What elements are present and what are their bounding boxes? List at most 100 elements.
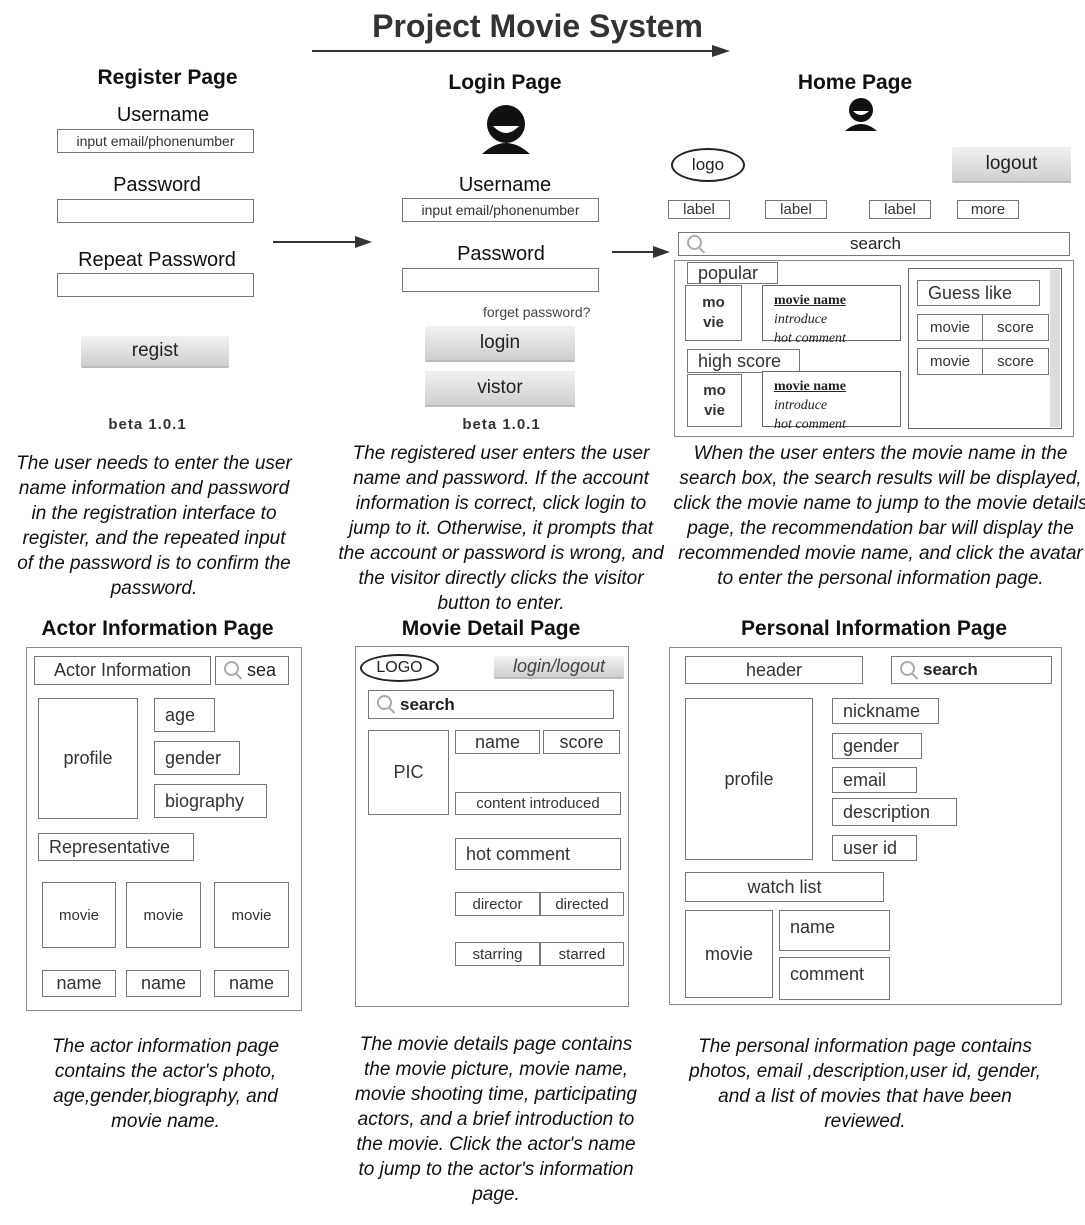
detail-search-icon [377,695,392,710]
recommend-scrollbar[interactable] [1050,270,1060,427]
high-score-movie-card [762,371,901,427]
popular-movie-thumb[interactable]: mo vie [685,285,742,341]
guess-movie-1[interactable]: movie [917,314,983,341]
high-score-label: high score [687,349,800,373]
personal-description: The personal information page contains p… [689,1036,1041,1132]
detail-hot-comment: hot comment [455,838,621,870]
actor-representative: Representative [38,833,194,861]
nav-more[interactable]: more [957,200,1019,219]
detail-score: score [543,730,620,754]
register-username-input[interactable]: input email/phonenumber [57,129,254,153]
detail-directed: directed [540,892,624,916]
guess-score-2: score [982,348,1049,375]
popular-movie-card [762,285,901,341]
actor-movie-2[interactable]: movie [126,882,201,948]
actor-search[interactable]: sea [215,656,289,685]
personal-nickname: nickname [832,698,939,724]
home-search-text: search [849,234,902,253]
detail-starred: starred [540,942,624,966]
register-repeat-input[interactable] [57,273,254,297]
popular-movie-thumb-text: mo vie [702,294,725,331]
login-username-label: Username [458,174,552,196]
personal-movie-name[interactable]: name [779,910,890,951]
detail-pic: PIC [368,730,449,815]
personal-search-icon [900,660,915,676]
actor-profile: profile [38,698,138,819]
nav-label-3[interactable]: label [869,200,931,219]
login-description: The registered user enters the user name… [338,443,664,614]
nav-label-1[interactable]: label [668,200,730,219]
actor-movie-name-1[interactable]: name [42,970,116,997]
register-title: Register Page [97,66,238,89]
personal-movie-comment: comment [779,957,890,1000]
detail-logo-text: LOGO [376,659,423,676]
actor-movie-name-3[interactable]: name [214,970,289,997]
actor-header: Actor Information [34,656,211,685]
detail-search[interactable]: search [368,690,614,719]
detail-director[interactable]: director [455,892,540,916]
actor-movie-1[interactable]: movie [42,882,116,948]
detail-name: name [455,730,540,754]
diagram-title: Project Movie System [372,8,703,44]
login-password-label: Password [457,243,545,265]
detail-description: The movie details page contains the movi… [355,1034,637,1205]
home-logo[interactable]: logo [671,148,745,182]
register-description: The user needs to enter the user name in… [16,453,292,599]
actor-biography: biography [154,784,267,818]
search-icon [687,234,702,250]
high-score-movie-thumb[interactable]: mo vie [687,374,742,427]
personal-user-id: user id [832,835,917,861]
actor-gender: gender [154,741,240,775]
detail-content: content introduced [455,792,621,815]
personal-search[interactable]: search [891,656,1052,684]
personal-gender: gender [832,733,922,759]
actor-description: The actor information page contains the … [51,1036,280,1132]
personal-description-field: description [832,798,957,826]
register-password-label: Password [113,174,201,196]
nav-label-2[interactable]: label [765,200,827,219]
login-password-input[interactable] [402,268,599,292]
actor-search-text: sea [247,660,277,680]
register-repeat-label: Repeat Password [78,249,236,271]
high-score-movie-hot-comment: hot comment [774,417,846,432]
login-version: beta 1.0.1 [462,416,541,433]
detail-title: Movie Detail Page [401,617,581,640]
login-button[interactable]: login [425,326,575,362]
detail-starring[interactable]: starring [455,942,540,966]
actor-movie-3[interactable]: movie [214,882,289,948]
home-title: Home Page [797,71,913,94]
register-version: beta 1.0.1 [108,416,187,433]
personal-movie[interactable]: movie [685,910,773,998]
high-score-movie-name[interactable]: movie name [774,379,846,394]
regist-button[interactable]: regist [81,336,229,368]
personal-title: Personal Information Page [740,617,1008,640]
register-username-label: Username [116,104,210,126]
popular-label: popular [687,262,778,284]
detail-login-logout-button[interactable]: login/logout [494,656,624,679]
register-password-input[interactable] [57,199,254,223]
personal-watch-list: watch list [685,872,884,902]
personal-header: header [685,656,863,684]
popular-movie-hot-comment: hot comment [774,331,846,346]
guess-movie-2[interactable]: movie [917,348,983,375]
user-avatar-icon [482,105,530,154]
actor-movie-name-2[interactable]: name [126,970,201,997]
visitor-button[interactable]: vistor [425,371,575,407]
actor-title: Actor Information Page [41,617,274,640]
forget-password-link[interactable]: forget password? [483,304,591,320]
home-description: When the user enters the movie name in t… [673,443,1085,589]
high-score-movie-thumb-text: mo vie [703,381,726,419]
login-username-input[interactable]: input email/phonenumber [402,198,599,222]
home-avatar-icon [845,98,877,131]
popular-movie-introduce: introduce [774,312,828,327]
popular-movie-name[interactable]: movie name [774,293,846,308]
personal-search-text: search [923,660,978,679]
home-search-bar[interactable]: search [678,232,1070,256]
detail-logo[interactable]: LOGO [360,654,439,682]
logout-button[interactable]: logout [952,147,1071,183]
actor-age: age [154,698,215,732]
login-title: Login Page [448,71,562,94]
personal-email: email [832,767,917,793]
detail-search-text: search [400,694,455,714]
